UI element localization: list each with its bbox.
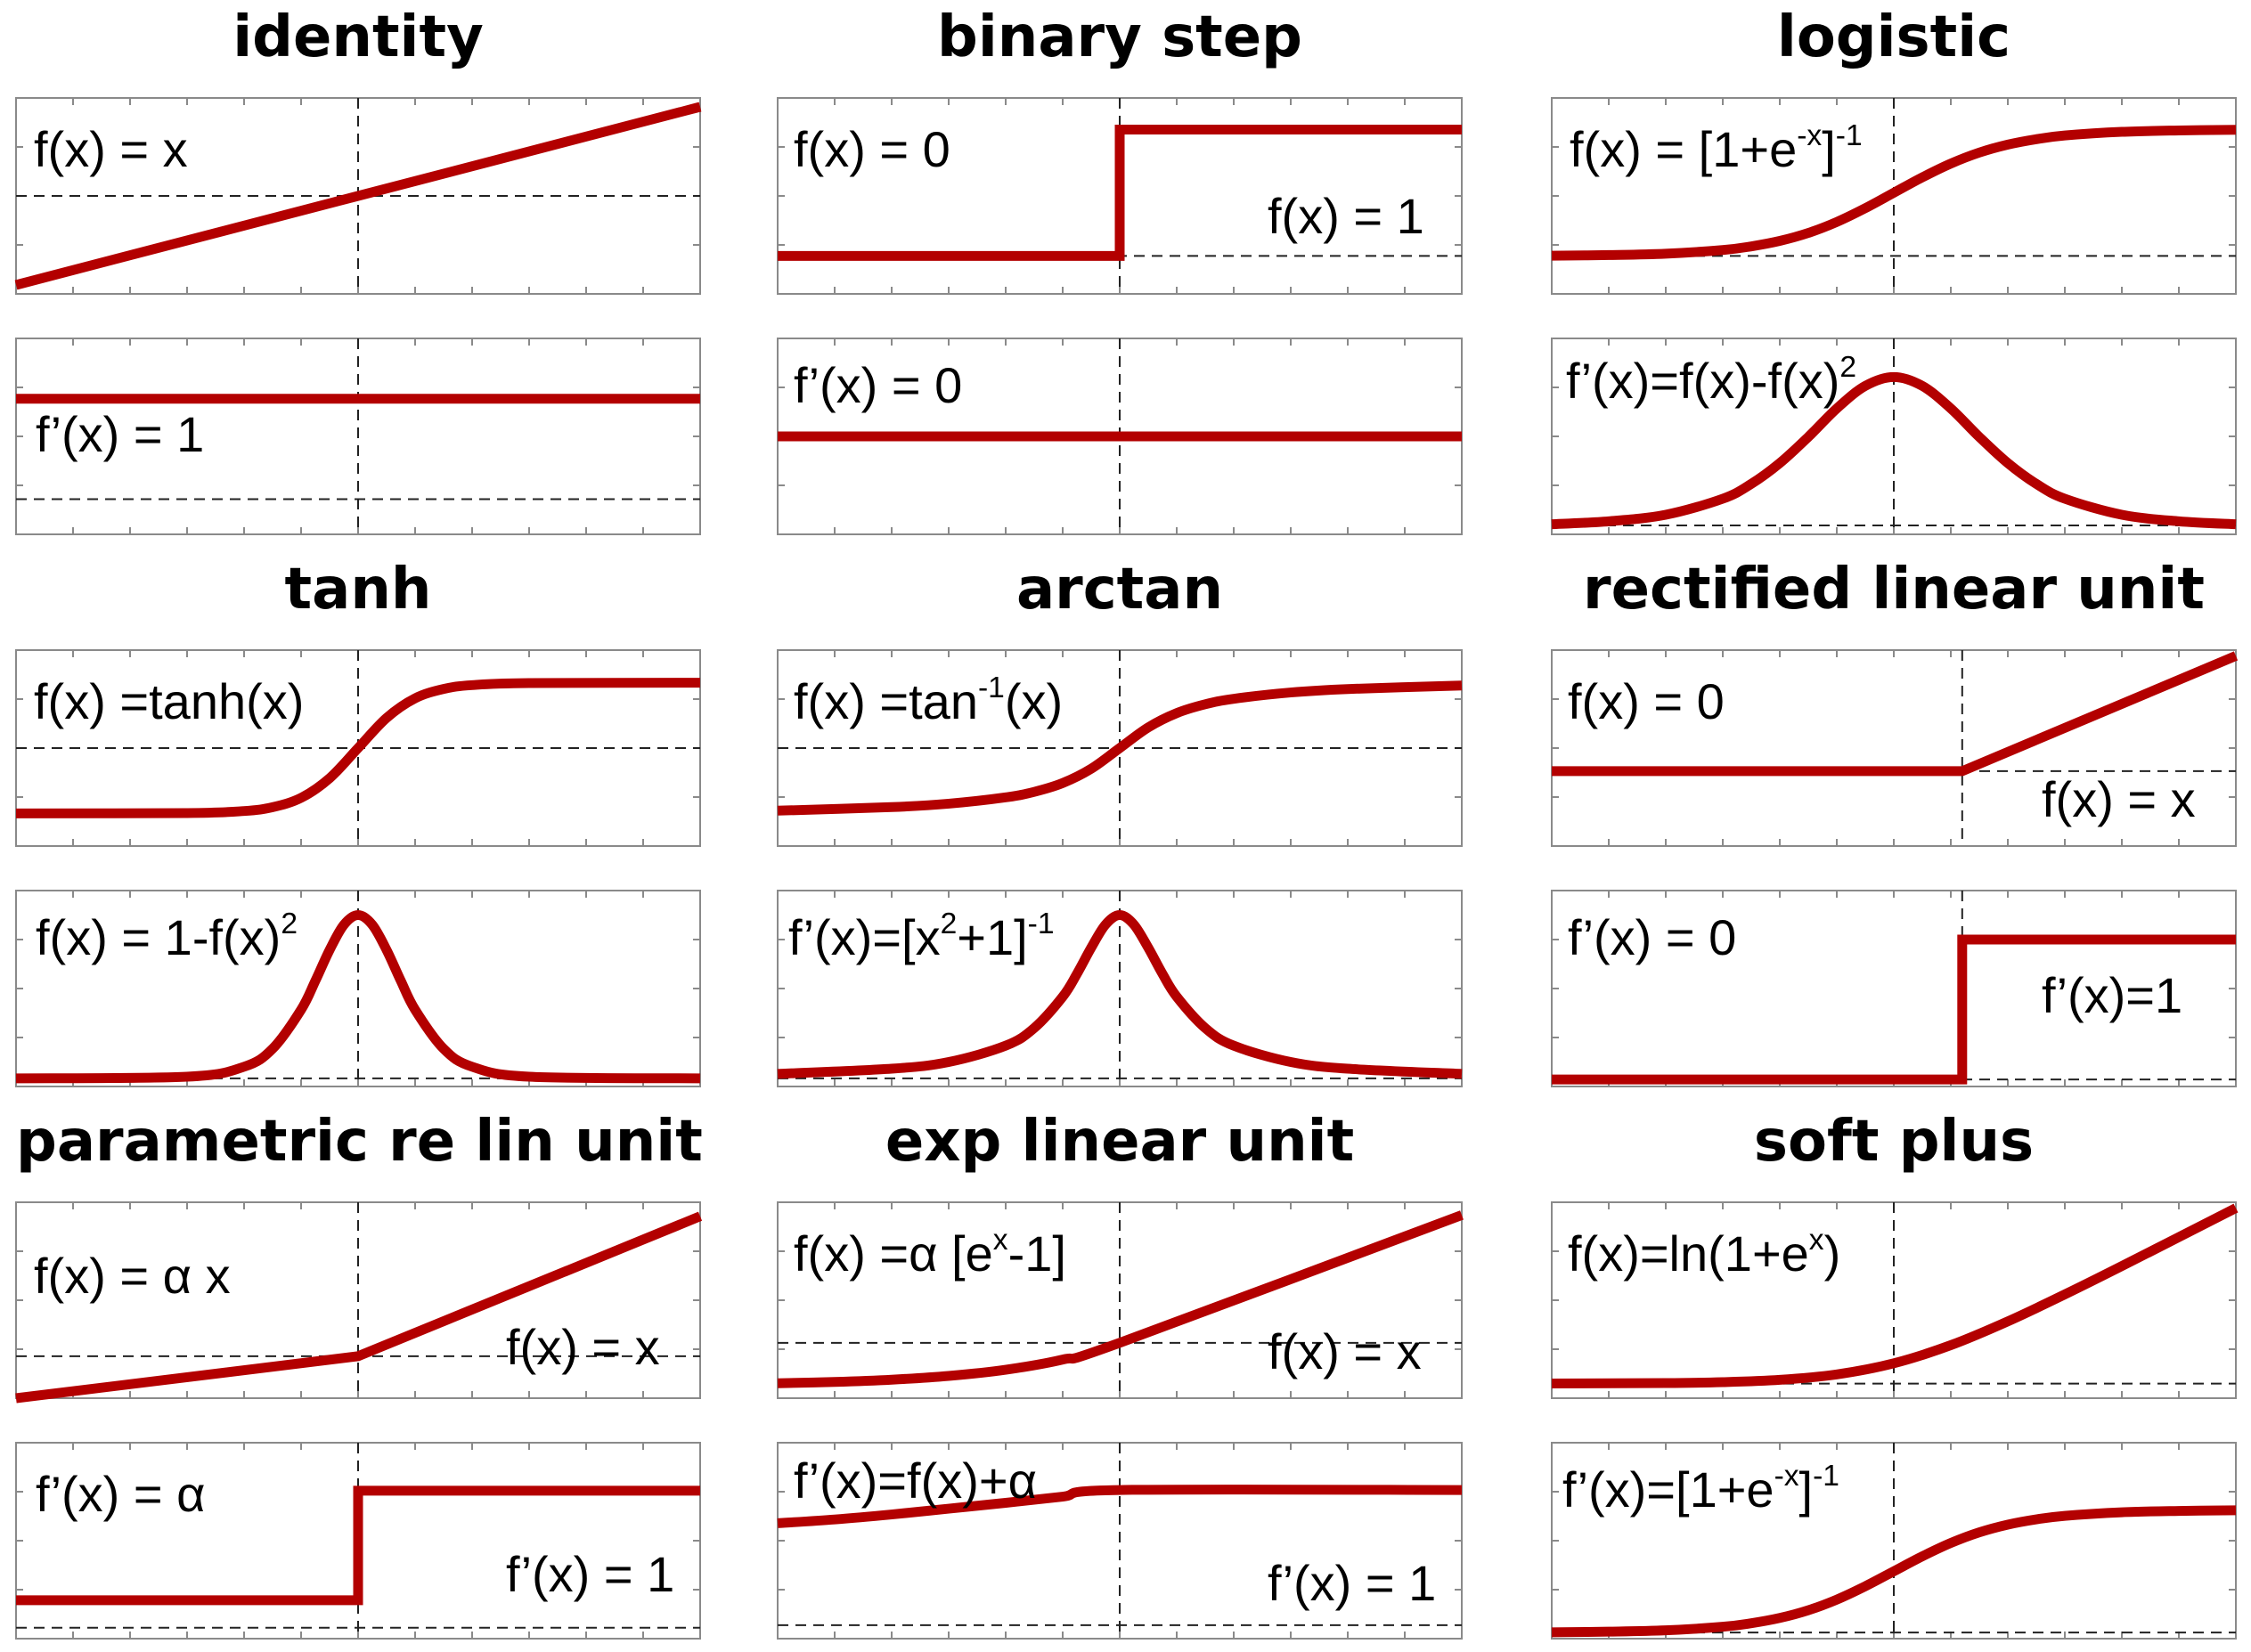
derivative-formula-label: f’(x)=f(x)+α (794, 1453, 1037, 1509)
derivative-plot: f’(x) = 1 (15, 338, 701, 535)
derivative-formula-label: f’(x)=[x2+1]-1 (788, 907, 1055, 965)
function-secondary-label: f(x) = x (506, 1319, 660, 1375)
activation-chart: identity f(x) = x f’(x) = 1 (14, 0, 702, 543)
function-plot: f(x) = α x f(x) = x (15, 1201, 703, 1404)
derivative-plot-svg (777, 890, 1463, 1087)
function-plot-svg (14, 97, 702, 295)
function-formula-label: f(x) = α x (34, 1248, 231, 1304)
function-curve (1551, 125, 2237, 261)
derivative-curve (15, 909, 701, 1084)
activation-chart: exp linear unit f(x) =α [ex-1] f(x) = x f’(… (777, 1104, 1464, 1648)
activation-chart: binary step f(x) = 0 f(x) = 1 f’(x) = 0 (777, 0, 1463, 543)
activation-chart: arctan f(x) =tan-1(x) f’(x)=[x2+1]-1 (777, 552, 1463, 1095)
derivative-curve (1551, 1505, 2237, 1638)
derivative-secondary-label: f’(x) = 1 (506, 1546, 675, 1602)
function-plot-svg (1551, 97, 2237, 295)
derivative-plot: f’(x) = 0 f’(x)=1 (1551, 890, 2237, 1087)
function-curve (777, 680, 1463, 816)
function-plot: f(x) = x (14, 97, 702, 295)
function-curve (15, 678, 701, 818)
derivative-plot-svg (777, 338, 1463, 535)
derivative-plot-svg (777, 1442, 1463, 1640)
function-formula-label: f(x) =tanh(x) (34, 673, 305, 729)
derivative-curve (777, 1485, 1463, 1528)
function-secondary-label: f(x) = x (1268, 1323, 1422, 1379)
derivative-plot: f(x) = 1-f(x)2 (15, 890, 701, 1087)
function-plot-svg (15, 649, 701, 847)
activation-chart: rectified linear unit f(x) = 0 f(x) = x f’(… (1551, 552, 2239, 1095)
derivative-formula-label: f’(x)=f(x)-f(x)2 (1566, 350, 1857, 409)
function-plot: f(x) =α [ex-1] f(x) = x (777, 1201, 1464, 1399)
function-curve (778, 124, 1462, 261)
derivative-plot-svg (1551, 890, 2237, 1087)
function-formula-label: f(x) =α [ex-1] (794, 1223, 1066, 1282)
activation-chart: soft plus f(x)=ln(1+ex) f’(x)=[1+e-x]-1 (1551, 1104, 2239, 1648)
derivative-plot: f’(x) = α f’(x) = 1 (15, 1442, 701, 1640)
function-plot-svg (1551, 649, 2239, 847)
derivative-plot-svg (1551, 338, 2237, 535)
chart-title: soft plus (1753, 1109, 2035, 1175)
function-curve (14, 102, 702, 290)
derivative-secondary-label: f’(x)=1 (2042, 967, 2183, 1023)
derivative-curve (777, 909, 1463, 1079)
function-plot: f(x) = [1+e-x]-1 (1551, 97, 2237, 295)
chart-title: binary step (937, 4, 1302, 70)
function-plot-svg (777, 649, 1463, 847)
function-curve (777, 1210, 1464, 1388)
activation-chart: logistic f(x) = [1+e-x]-1 f’(x)=f(x)-f(x)2 (1551, 0, 2237, 543)
derivative-plot: f’(x)=f(x)+α f’(x) = 1 (777, 1442, 1463, 1640)
function-plot: f(x) = 0 f(x) = 1 (777, 97, 1463, 295)
function-curve (15, 1211, 703, 1404)
function-plot: f(x)=ln(1+ex) (1551, 1201, 2239, 1399)
derivative-formula-label: f(x) = 1-f(x)2 (36, 907, 298, 965)
function-plot-svg (777, 97, 1463, 295)
function-formula-label: f(x) =tan-1(x) (794, 671, 1064, 729)
derivative-plot: f’(x)=[1+e-x]-1 (1551, 1442, 2237, 1640)
chart-title: exp linear unit (885, 1109, 1355, 1175)
derivative-plot-svg (15, 890, 701, 1087)
function-formula-label: f(x) = x (34, 121, 188, 177)
chart-title: identity (232, 4, 484, 70)
derivative-curve (16, 1485, 700, 1606)
function-secondary-label: f(x) = x (2042, 771, 2196, 827)
chart-title: rectified linear unit (1583, 557, 2205, 623)
function-plot-svg (777, 1201, 1464, 1399)
chart-title: tanh (284, 557, 432, 623)
chart-title: parametric re lin unit (16, 1109, 703, 1175)
derivative-plot: f’(x)=[x2+1]-1 (777, 890, 1463, 1087)
derivative-curve (1552, 934, 2236, 1085)
derivative-secondary-label: f’(x) = 1 (1268, 1555, 1437, 1611)
function-plot-svg (15, 1201, 703, 1404)
derivative-formula-label: f’(x)=[1+e-x]-1 (1562, 1459, 1839, 1518)
derivative-formula-label: f’(x) = 0 (1568, 909, 1737, 965)
function-formula-label: f(x) = [1+e-x]-1 (1570, 118, 1863, 177)
function-curve (1552, 651, 2239, 777)
derivative-formula-label: f’(x) = α (36, 1466, 206, 1522)
function-plot: f(x) =tan-1(x) (777, 649, 1463, 847)
derivative-plot-svg (1551, 1442, 2237, 1640)
chart-title: logistic (1776, 4, 2011, 70)
derivative-plot-svg (15, 1442, 701, 1640)
derivative-curve (1551, 371, 2237, 530)
function-plot: f(x) = 0 f(x) = x (1551, 649, 2239, 847)
derivative-plot-svg (15, 338, 701, 535)
function-formula-label: f(x) = 0 (794, 121, 950, 177)
derivative-formula-label: f’(x) = 0 (794, 357, 963, 413)
chart-title: arctan (1015, 557, 1224, 623)
function-formula-label: f(x)=ln(1+ex) (1568, 1223, 1841, 1282)
activation-chart: parametric re lin unit f(x) = α x f(x) = x… (15, 1104, 703, 1648)
derivative-plot: f’(x) = 0 (777, 338, 1463, 535)
derivative-plot: f’(x)=f(x)-f(x)2 (1551, 338, 2237, 535)
derivative-formula-label: f’(x) = 1 (36, 406, 205, 462)
function-formula-label: f(x) = 0 (1568, 673, 1725, 729)
function-plot: f(x) =tanh(x) (15, 649, 701, 847)
function-plot-svg (1551, 1201, 2239, 1399)
function-secondary-label: f(x) = 1 (1268, 188, 1424, 244)
function-curve (1551, 1203, 2239, 1389)
activation-chart: tanh f(x) =tanh(x) f(x) = 1-f(x)2 (15, 552, 701, 1095)
